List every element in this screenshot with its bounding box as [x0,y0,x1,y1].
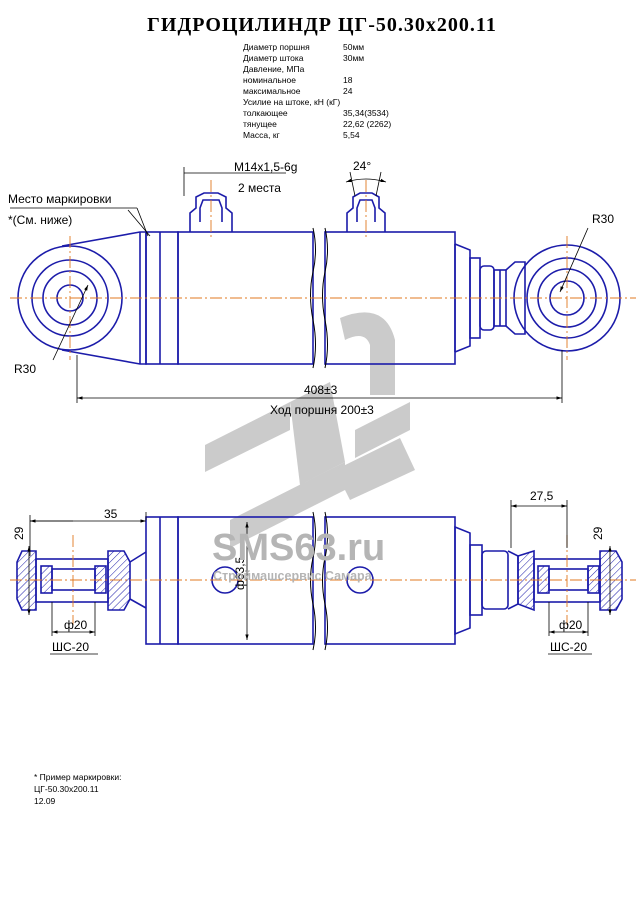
bearing-left-label: ШС-20 [52,640,89,654]
spec-value: 5,54 [343,130,360,140]
spec-row: толкающее 35,34(3534) [243,108,389,119]
spec-label: номинальное [243,75,296,85]
watermark-company: Строймашсервис Самара [213,569,373,583]
length-dimension: 408±3 [304,383,338,397]
spec-value: 22,62 (2262) [343,119,392,129]
dim-29-left-label: 29 [12,526,26,540]
spec-value: 30мм [343,53,365,63]
spec-row: Усилие на штоке, кН (кГ) [243,97,340,108]
spec-row: Диаметр поршня 50мм [243,42,364,53]
spec-table: Диаметр поршня 50мм Диаметр штока 30мм Дав… [243,42,391,141]
spec-label: Диаметр поршня [243,42,310,52]
spec-label: Диаметр штока [243,53,304,63]
bearing-right-label: ШС-20 [550,640,587,654]
spec-value: 24 [343,86,353,96]
dimensions-bottom [27,500,612,655]
dia-63-5-label: ф63,5 [233,556,247,590]
spec-value: 35,34(3534) [343,108,389,118]
spec-label: Давление, МПа [243,64,305,74]
break-lines-top [310,227,328,369]
dia-20-right-label: ф20 [559,618,583,632]
axis-lines-top [10,180,636,360]
watermark-site: SMS63.ru [212,527,385,569]
spec-row: номинальное 18 [243,75,352,86]
bottom-view [16,516,623,645]
spec-value: 18 [343,75,353,85]
dim-35-label: 35 [104,507,118,521]
drawing-title: ГИДРОЦИЛИНДР ЦГ-50.30х200.11 [147,14,497,36]
spec-label: Масса, кг [243,130,280,140]
radius-left-label: R30 [14,362,36,376]
axis-lines-bottom [10,535,636,625]
spec-label: толкающее [243,108,288,118]
spec-row: Масса, кг 5,54 [243,130,360,141]
note-heading: * Пример маркировки: [34,772,122,782]
dia-20-left-label: ф20 [64,618,88,632]
stroke-dimension: Ход поршня 200±3 [270,403,374,417]
break-lines-bottom [310,511,328,651]
spec-label: Усилие на штоке, кН (кГ) [243,97,341,107]
two-places-label: 2 места [238,181,281,195]
marking-place-label: Место маркировки [8,192,111,206]
spec-row: тянущее 22,62 (2262) [243,119,391,130]
watermark: SMS63.ru Строймашсервис Самара [212,527,385,583]
top-view [17,192,621,365]
spec-row: Давление, МПа [243,64,340,75]
port-thread-label: M14x1,5-6g [234,160,297,174]
spec-value: 50мм [343,42,365,52]
dim-29-right-label: 29 [591,526,605,540]
note-line1: ЦГ-50.30х200.11 [34,784,99,794]
spec-row: Диаметр штока 30мм [243,53,364,64]
note-line2: 12.09 [34,796,56,806]
radius-right-label: R30 [592,212,614,226]
watermark-logo [205,312,415,548]
marking-example-note: * Пример маркировки: ЦГ-50.30х200.11 12.… [34,771,121,807]
angle-label: 24° [353,159,371,173]
spec-row: максимальное 24 [243,86,352,97]
spec-label: тянущее [243,119,277,129]
dim-27-5-label: 27,5 [530,489,554,503]
spec-label: максимальное [243,86,301,96]
see-below-label: *(См. ниже) [8,213,72,227]
dimensions-top [10,167,589,403]
